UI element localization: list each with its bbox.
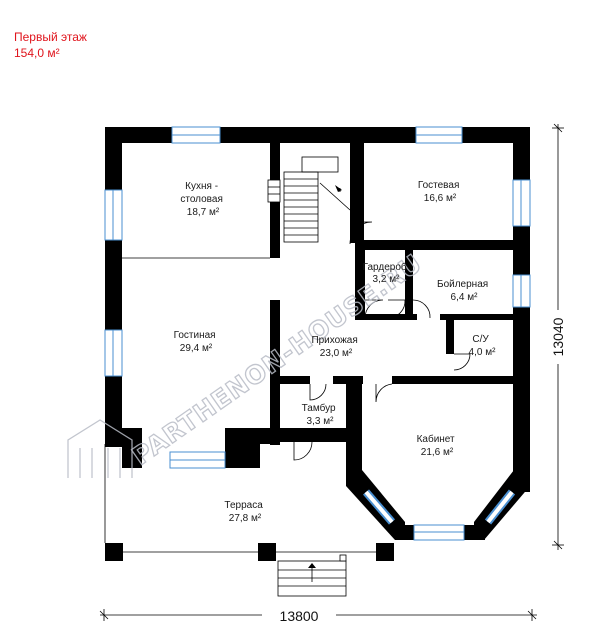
width-dimension: 13800 bbox=[280, 608, 319, 624]
height-dimension-bg bbox=[549, 310, 567, 364]
dimension-lines bbox=[99, 123, 564, 621]
room-label-boiler: Бойлерная 6,4 м² bbox=[437, 279, 491, 303]
room-name-kitchen-line1: Кухня - bbox=[185, 181, 218, 192]
terrace-edge bbox=[104, 257, 376, 553]
room-name-vestibule: Тамбур bbox=[302, 402, 336, 414]
room-name-terrace: Терраса bbox=[224, 500, 263, 511]
room-area-study: 21,6 м² bbox=[421, 447, 454, 458]
room-area-vestibule: 3,3 м² bbox=[307, 416, 335, 427]
room-label-study: Кабинет 21,6 м² bbox=[417, 433, 458, 458]
room-name-hall: Прихожая bbox=[311, 335, 357, 346]
stair-arrow-icon bbox=[335, 185, 342, 192]
floor-title: Первый этаж bbox=[14, 30, 87, 44]
room-area-guest: 16,6 м² bbox=[424, 193, 457, 204]
doors bbox=[293, 221, 471, 461]
room-label-terrace: Терраса 27,8 м² bbox=[224, 500, 265, 524]
windows bbox=[104, 126, 531, 541]
diagonal-window-centers bbox=[364, 490, 514, 524]
room-label-wardrobe: Гардероб 3,2 м² bbox=[363, 261, 410, 285]
floor-area: 154,0 м² bbox=[14, 46, 60, 60]
room-name-guest: Гостевая bbox=[418, 180, 460, 191]
room-label-guest: Гостевая 16,6 м² bbox=[418, 180, 462, 204]
room-label-bathroom: С/У 4,0 м² bbox=[469, 334, 497, 358]
entrance-steps bbox=[277, 554, 347, 597]
room-area-living: 29,4 м² bbox=[180, 343, 213, 354]
room-labels: Кухня - столовая 18,7 м² Гостевая 16,6 м… bbox=[174, 180, 496, 524]
width-dimension-bg bbox=[262, 606, 336, 624]
room-label-hall: Прихожая 23,0 м² bbox=[311, 335, 360, 359]
room-area-kitchen: 18,7 м² bbox=[187, 207, 220, 218]
room-name-living: Гостиная bbox=[174, 330, 216, 341]
room-name-kitchen-line2: столовая bbox=[180, 194, 223, 205]
staircase bbox=[283, 156, 351, 243]
room-area-terrace: 27,8 м² bbox=[229, 513, 262, 524]
room-label-vestibule: Тамбур 3,3 м² bbox=[302, 402, 339, 427]
room-label-kitchen: Кухня - столовая 18,7 м² bbox=[180, 181, 225, 218]
room-area-wardrobe: 3,2 м² bbox=[373, 274, 401, 285]
room-name-boiler: Бойлерная bbox=[437, 279, 488, 290]
height-dimension: 13040 bbox=[550, 317, 566, 356]
room-area-hall: 23,0 м² bbox=[320, 348, 353, 359]
room-name-bathroom: С/У bbox=[472, 334, 489, 345]
chimney bbox=[267, 179, 281, 203]
room-area-boiler: 6,4 м² bbox=[451, 292, 479, 303]
room-label-living: Гостиная 29,4 м² bbox=[174, 330, 219, 354]
room-name-wardrobe: Гардероб bbox=[363, 261, 407, 273]
entrance-arrow-icon bbox=[308, 563, 316, 568]
room-area-bathroom: 4,0 м² bbox=[469, 347, 497, 358]
room-name-study: Кабинет bbox=[417, 433, 455, 445]
